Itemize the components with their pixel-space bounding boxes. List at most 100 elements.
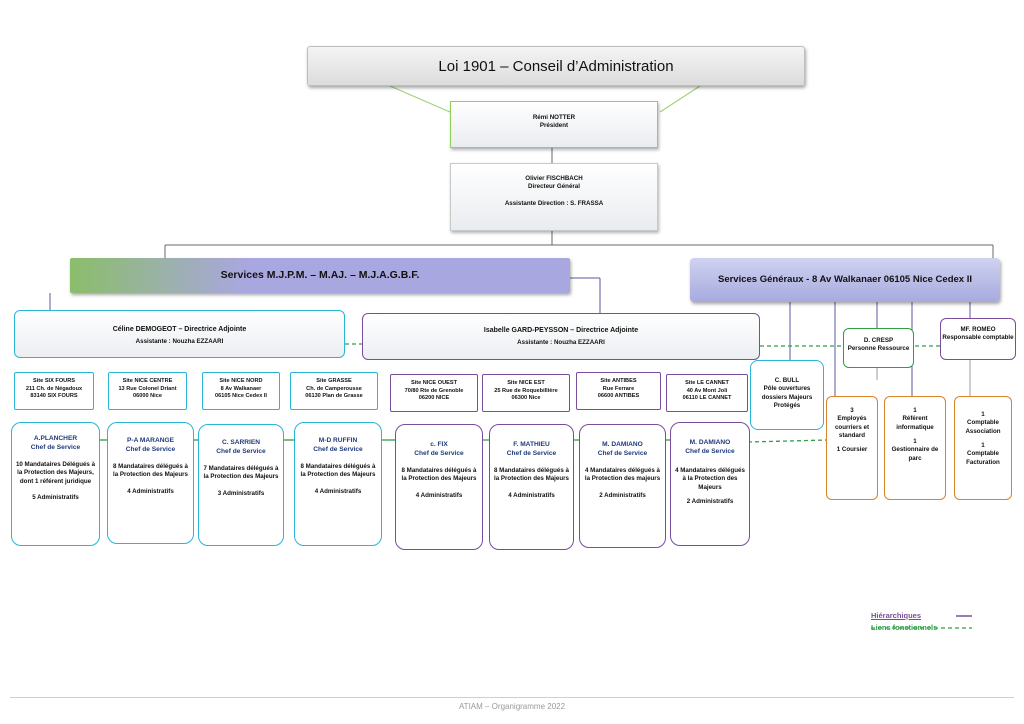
service-admin: 4 Administratifs: [508, 491, 555, 499]
service-chief-role: Chef de Service: [685, 447, 735, 455]
services-mjpm-band: Services M.J.P.M. – M.AJ. – M.J.A.G.B.F.: [70, 258, 570, 293]
site-name: Site LE CANNET: [685, 380, 729, 386]
service-description: 8 Mandataires délégués à la Protection d…: [494, 466, 569, 483]
president-box: Rémi NOTTER Président: [450, 101, 658, 148]
service-box: P-A MARANGE Chef de Service 8 Mandataire…: [107, 422, 194, 544]
service-box: M-D RUFFIN Chef de Service 8 Mandataires…: [294, 422, 382, 546]
service-box: F. MATHIEU Chef de Service 8 Mandataires…: [489, 424, 574, 550]
dg-role: Directeur Général: [528, 183, 580, 191]
service-chief-role: Chef de Service: [506, 449, 557, 457]
staff-box: 1 Comptable Association 1 Comptable Fact…: [954, 396, 1012, 500]
footer-divider: [10, 697, 1014, 698]
service-chief-name: M. DAMIANO: [689, 439, 731, 446]
deputy-left-assistant: Assistante : Nouzha EZZAARI: [135, 338, 224, 346]
bull-desc: Pôle ouvertures dossiers Majeurs Protégé…: [761, 385, 813, 410]
cresp-box: D. CRESP Personne Ressource: [843, 328, 914, 368]
bull-name: C. BULL: [774, 377, 800, 384]
site-city: 06200 NICE: [418, 395, 450, 402]
staff-role: Référent informatique: [896, 415, 934, 431]
staff-count: 1: [913, 407, 917, 414]
dg-box: Olivier FISCHBACH Directeur Général Assi…: [450, 163, 658, 231]
footer-text: ATIAM – Organigramme 2022: [458, 702, 566, 711]
cresp-role: Personne Ressource: [847, 345, 910, 353]
service-box: C. SARRIEN Chef de Service 7 Mandataires…: [198, 424, 284, 546]
dg-name: Olivier FISCHBACH: [525, 175, 583, 182]
site-city: 06110 LE CANNET: [682, 395, 732, 402]
service-chief-name: M-D RUFFIN: [318, 437, 358, 444]
site-street: 70/80 Rte de Grenoble: [404, 387, 464, 394]
deputy-right-box: Isabelle GARD-PEYSSON – Directrice Adjoi…: [362, 313, 760, 360]
site-name: Site NICE CENTRE: [122, 378, 173, 384]
service-box: c. FIX Chef de Service 8 Mandataires dél…: [395, 424, 483, 550]
service-chief-role: Chef de Service: [30, 443, 81, 451]
board-box: Loi 1901 – Conseil d’Administration: [307, 46, 805, 86]
deputy-right-assistant: Assistante : Nouzha EZZAARI: [517, 339, 605, 347]
site-city: 06105 Nice Cedex II: [215, 393, 267, 400]
staff-role: Employés courriers et standard: [834, 415, 870, 440]
service-chief-name: A.PLANCHER: [33, 435, 78, 442]
service-box: M. DAMIANO Chef de Service 4 Mandataires…: [670, 422, 750, 546]
site-city: 06000 Nice: [133, 393, 162, 400]
site-street: Ch. de Camperousse: [306, 385, 362, 392]
staff-role-2: Comptable Facturation: [966, 450, 1000, 466]
service-box: A.PLANCHER Chef de Service 10 Mandataire…: [11, 422, 100, 546]
president-name: Rémi NOTTER: [532, 114, 576, 121]
service-chief-name: F. MATHIEU: [513, 441, 550, 448]
service-description: 10 Mandataires Délégués à la Protection …: [15, 460, 96, 485]
cresp-name: D. CRESP: [863, 337, 894, 344]
service-description: 4 Mandataires délégués à la Protection d…: [584, 466, 661, 483]
deputy-left-name: Céline DEMOGEOT – Directrice Adjointe: [112, 326, 247, 333]
service-admin: 4 Administratifs: [415, 491, 463, 499]
site-street: 13 Rue Colonel Driant: [118, 385, 177, 392]
deputy-left-box: Céline DEMOGEOT – Directrice Adjointe As…: [14, 310, 345, 358]
staff-role-2: Gestionnaire de parc: [891, 446, 939, 462]
romeo-name: MF. ROMEO: [960, 326, 996, 333]
site-name: Site NICE EST: [507, 380, 545, 386]
services-mjpm-title: Services M.J.P.M. – M.AJ. – M.J.A.G.B.F.: [220, 269, 420, 281]
service-chief-name: M. DAMIANO: [602, 441, 643, 448]
service-admin: 4 Administratifs: [314, 487, 362, 495]
service-admin: 3 Administratifs: [217, 489, 265, 497]
legend-hierarchical: Hiérarchiques: [871, 611, 922, 620]
deputy-right-name: Isabelle GARD-PEYSSON – Directrice Adjoi…: [483, 327, 639, 334]
service-description: 7 Mandataires délégués à la Protection d…: [203, 464, 279, 481]
romeo-role: Responsable comptable: [942, 334, 1014, 342]
staff-count-2: 1: [913, 438, 917, 446]
service-description: 8 Mandataires délégués à la Protection d…: [300, 462, 376, 479]
site-city: 06300 Nice: [511, 395, 541, 402]
service-admin: 5 Administratifs: [32, 493, 79, 501]
service-chief-name: C. SARRIEN: [221, 439, 261, 446]
service-chief-role: Chef de Service: [597, 449, 648, 457]
staff-box: 3 Employés courriers et standard 1 Cours…: [826, 396, 878, 500]
dg-assistant: Assistante Direction : S. FRASSA: [504, 199, 604, 207]
staff-box: 1 Référent informatique 1 Gestionnaire d…: [884, 396, 946, 500]
site-street: 8 Av Walkanaer: [220, 385, 262, 392]
service-box: M. DAMIANO Chef de Service 4 Mandataires…: [579, 424, 666, 548]
services-generaux-title: Services Généraux - 8 Av Walkanaer 06105…: [717, 274, 972, 285]
site-street: 25 Rue de Roquebillière: [494, 387, 558, 394]
site-street: 211 Ch. de Négadoux: [25, 385, 83, 392]
site-city: 06130 Plan de Grasse: [305, 393, 363, 400]
service-chief-role: Chef de Service: [313, 445, 363, 453]
site-name: Site GRASSE: [316, 378, 352, 384]
site-name: Site NICE NORD: [219, 378, 263, 384]
site-name: Site SIX FOURS: [33, 378, 75, 384]
site-street: Rue Ferrare: [602, 385, 635, 392]
bull-box: C. BULL Pôle ouvertures dossiers Majeurs…: [750, 360, 824, 430]
service-description: 4 Mandataires délégués à la Protection d…: [675, 466, 745, 491]
service-chief-name: c. FIX: [430, 441, 448, 448]
legend-functional: Liens fonctionnels: [871, 623, 938, 632]
staff-count-2: 1: [981, 442, 985, 450]
service-admin: 4 Administratifs: [127, 487, 174, 495]
service-admin: 2 Administratifs: [599, 491, 646, 499]
service-chief-name: P-A MARANGE: [126, 437, 174, 444]
site-name: Site NICE OUEST: [410, 380, 457, 386]
romeo-box: MF. ROMEO Responsable comptable: [940, 318, 1016, 360]
